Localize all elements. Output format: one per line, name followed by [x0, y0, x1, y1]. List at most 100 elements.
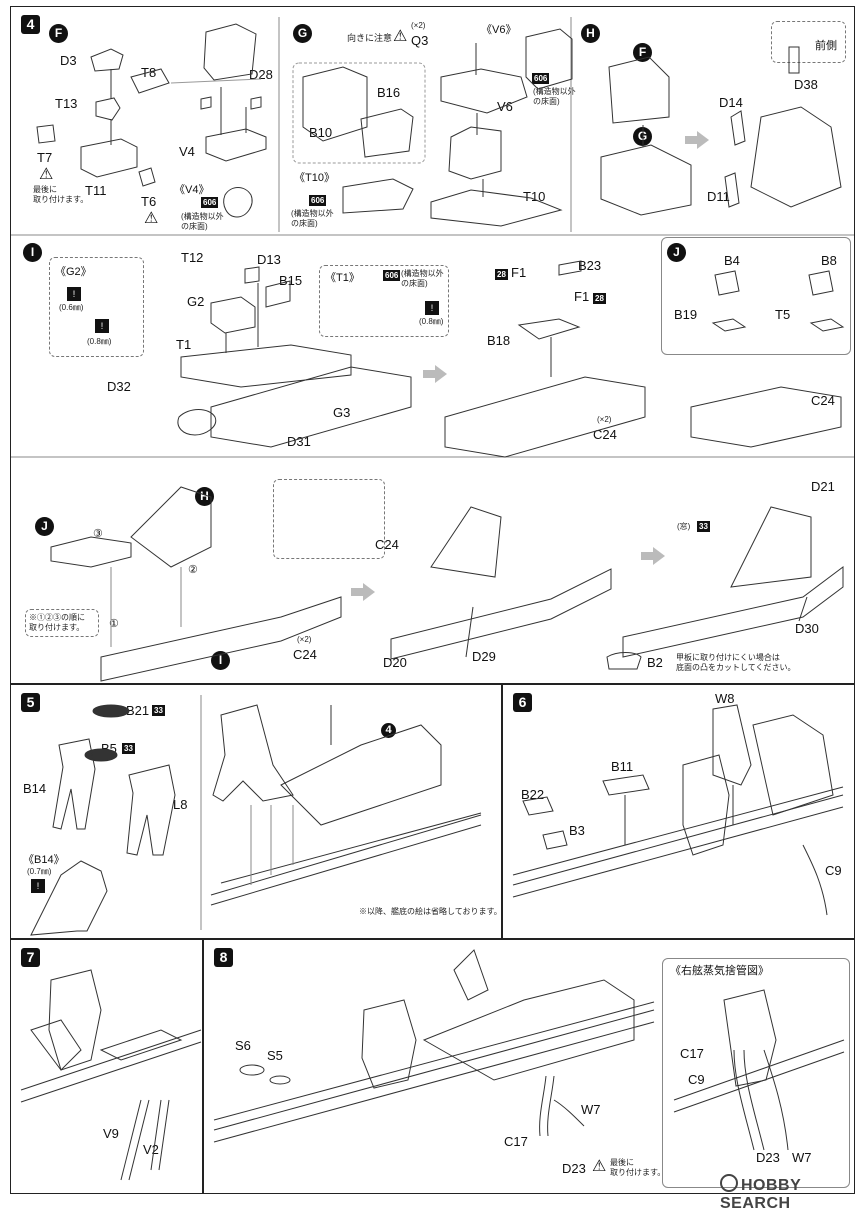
drill-icon: ! — [67, 287, 81, 301]
flow-arrow — [423, 365, 447, 383]
drill-icon: ! — [95, 319, 109, 333]
paint-606-V4: 606 — [201, 197, 219, 208]
warning-icon: ⚠ — [592, 1158, 607, 1175]
flow-arrow — [351, 583, 375, 601]
label-front-side: 前側 — [815, 40, 837, 52]
c24-detail-box — [273, 479, 385, 559]
step8-panel: 8 S6 S5 W7 C17 D23 ⚠ 最後に 取り付けます。 《右舷蒸気捨管… — [203, 939, 855, 1194]
caption-V4: 《V4》 — [174, 184, 210, 196]
label-T1: T1 — [176, 337, 192, 352]
inset-label-C9: C9 — [688, 1072, 705, 1087]
caption-T10: 《T10》 — [294, 172, 335, 184]
label-F1-left: F1 — [511, 265, 527, 280]
flow-arrow — [641, 547, 665, 565]
step8-line-art — [213, 949, 845, 1151]
inset-label-D23: D23 — [756, 1150, 780, 1165]
caption-V6: 《V6》 — [481, 24, 517, 36]
step7-number: 7 — [21, 948, 40, 967]
note-attach-last: 最後に 取り付けます。 — [33, 185, 89, 204]
step5-panel: 5 B21 33 B5 33 B14 L8 《B14》 (0.7㎜) ! 4 ※… — [10, 684, 502, 939]
inset-label-W7: W7 — [792, 1150, 812, 1165]
label-B16: B16 — [377, 85, 401, 100]
label-D14: D14 — [719, 95, 743, 110]
paint-606-V6: 606 — [532, 73, 550, 84]
label-C24-assembly: C24 — [293, 647, 317, 662]
order-num-3: ③ — [93, 528, 103, 540]
label-B18: B18 — [487, 333, 511, 348]
label-D13: D13 — [257, 252, 281, 267]
label-D32: D32 — [107, 379, 131, 394]
group-J-ref: J — [35, 517, 54, 536]
step4-line-art — [11, 17, 854, 682]
label-T5: T5 — [775, 307, 791, 322]
order-num-2: ② — [188, 564, 198, 576]
label-D28: D28 — [249, 67, 273, 82]
group-F-badge: F — [49, 24, 68, 43]
label-B10: B10 — [309, 125, 333, 140]
label-C9: C9 — [825, 863, 842, 878]
step5-line-art — [30, 695, 482, 936]
order-num-1: ① — [109, 618, 119, 630]
label-T6: T6 — [141, 194, 157, 209]
note-attach-last-8: 最後に 取り付けます。 — [610, 1158, 666, 1177]
label-B11: B11 — [611, 759, 634, 774]
caption-G2: 《G2》 — [55, 266, 92, 278]
label-D38: D38 — [794, 77, 818, 92]
drill-size-0.8: (0.8㎜) — [87, 337, 112, 346]
label-W7: W7 — [581, 1102, 601, 1117]
paint-606-T10: 606 — [309, 195, 327, 206]
step8-number: 8 — [214, 948, 233, 967]
label-D23: D23 — [562, 1161, 586, 1176]
note-floor-T1: (構造物以外 の床面) — [401, 269, 444, 288]
paint-window-label: (窓) — [677, 522, 691, 531]
label-S6: S6 — [235, 1038, 251, 1053]
label-S5: S5 — [267, 1048, 283, 1063]
label-C24: C24 — [593, 427, 617, 442]
label-B2: B2 — [647, 655, 663, 670]
note-floor-V6: (構造物以外 の床面) — [533, 87, 576, 106]
step4-panel: 4 F D3 T8 T13 D28 V4 T7 ⚠ 最後に 取り付けます。 T1… — [10, 6, 855, 684]
caption-B14: 《B14》 — [23, 854, 65, 866]
inset-label-C17: C17 — [680, 1046, 704, 1061]
paint-28: 28 — [593, 293, 606, 304]
paint-33: 33 — [697, 521, 710, 532]
label-D20: D20 — [383, 655, 407, 670]
paint-33-B21: 33 — [152, 705, 165, 716]
step7-panel: 7 V9 V2 — [10, 939, 203, 1194]
flow-arrow — [685, 131, 709, 149]
label-T13: T13 — [55, 96, 78, 111]
drill-size-0.6: (0.6㎜) — [59, 303, 84, 312]
label-B19: B19 — [674, 307, 698, 322]
label-W8: W8 — [715, 691, 735, 706]
group-G-badge: G — [293, 24, 312, 43]
watermark: HOBBY SEARCH — [720, 1174, 867, 1213]
label-G2: G2 — [187, 294, 205, 309]
label-L8: L8 — [173, 797, 188, 812]
label-B23: B23 — [578, 258, 602, 273]
label-D29: D29 — [472, 649, 496, 664]
j-section-box — [661, 237, 851, 355]
label-T11: T11 — [85, 183, 107, 198]
label-Q3: Q3 — [411, 33, 429, 48]
drill-icon: ! — [425, 301, 439, 315]
label-C24-j: C24 — [811, 393, 835, 408]
label-B4: B4 — [724, 253, 740, 268]
step6-panel: 6 W8 B11 B22 B3 C9 — [502, 684, 855, 939]
label-T12: T12 — [181, 250, 204, 265]
caption-T1: 《T1》 — [325, 272, 360, 284]
label-G3: G3 — [333, 405, 351, 420]
front-side-box — [771, 21, 846, 63]
step6-line-art — [512, 704, 844, 916]
footnote-hull-omitted: ※以降、艦底の絵は省略しております。 — [359, 907, 502, 916]
label-B21: B21 — [126, 703, 150, 718]
c24-count: (×2) — [597, 415, 612, 424]
label-B8: B8 — [821, 253, 837, 268]
label-D3: D3 — [60, 53, 77, 68]
order-note-box — [25, 609, 99, 637]
note-floor-T10: (構造物以外 の床面) — [291, 209, 334, 228]
watermark-logo-icon — [720, 1174, 738, 1192]
label-D30: D30 — [795, 621, 819, 636]
q3-count: (×2) — [411, 21, 426, 30]
label-D21: D21 — [811, 479, 835, 494]
